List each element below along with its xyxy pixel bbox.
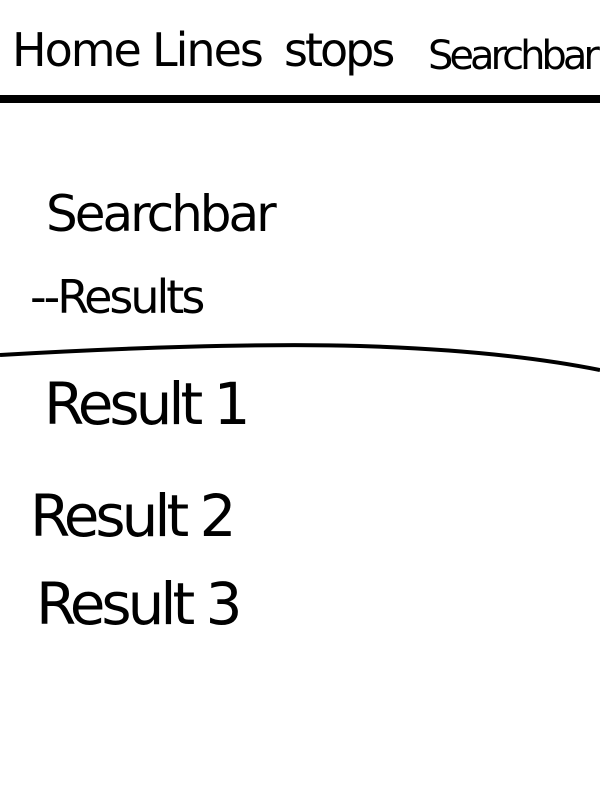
results-divider (0, 343, 600, 372)
nav-stops[interactable]: stops (284, 23, 395, 77)
result-item[interactable]: Result 1 (44, 370, 251, 438)
search-section-title: Searchbar (46, 185, 277, 243)
result-item[interactable]: Result 2 (30, 482, 237, 550)
navigation-divider (0, 95, 600, 103)
nav-searchbar[interactable]: Searchbar (428, 33, 600, 79)
top-navigation: Home Lines stops Searchbar (0, 0, 600, 96)
nav-home[interactable]: Home (12, 23, 142, 77)
results-subtitle: --Results (30, 270, 205, 324)
result-item[interactable]: Result 3 (36, 570, 243, 638)
nav-lines[interactable]: Lines (152, 23, 264, 77)
